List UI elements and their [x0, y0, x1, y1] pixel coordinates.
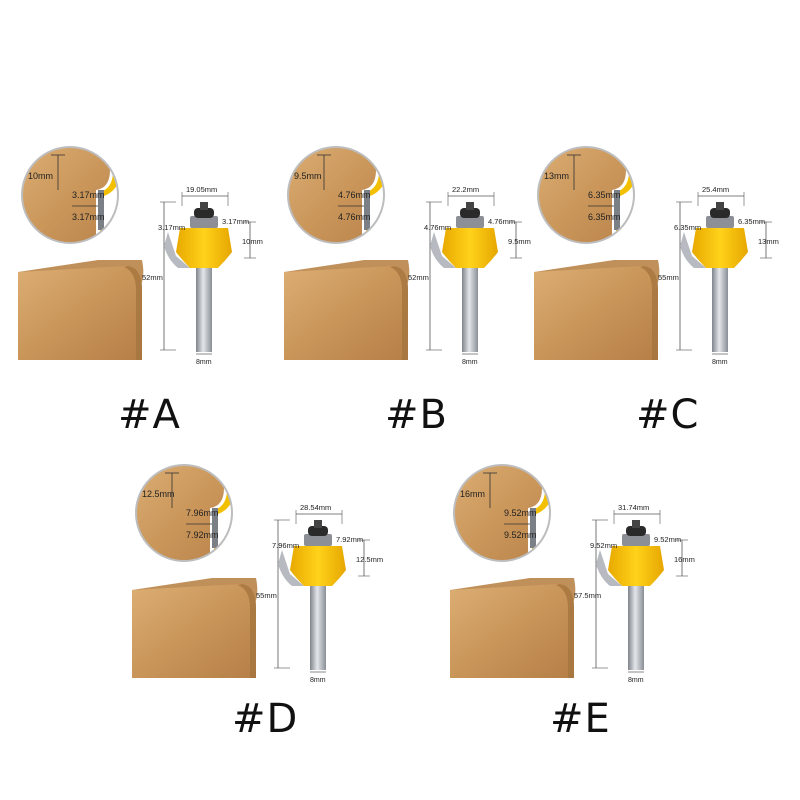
diameter-dimension: 19.05mm [181, 185, 229, 206]
diameter-dimension: 28.54mm [295, 503, 343, 524]
router-bit-panel-d: 12.5mm 7.96mm 7.92mm 55mm [132, 464, 392, 768]
panel-label-c: #C [636, 392, 700, 438]
diameter-dimension: 22.2mm [447, 185, 495, 206]
router-bit-panel-e: 16mm 9.52mm 9.52mm 57.5mm [450, 464, 710, 768]
zoom-height-label: 9.5mm [294, 171, 322, 181]
right-radius-label: 4.76mm [488, 217, 515, 226]
left-radius-label: 9.52mm [590, 541, 617, 550]
router-bit-illustration: 9.5mm 4.76mm 4.76mm 52mm [284, 146, 531, 366]
zoom-height-label: 10mm [28, 171, 53, 181]
panel-label-a: #A [118, 392, 181, 438]
panel-label-e: #E [550, 696, 611, 742]
total-length-dimension: 52mm [408, 201, 442, 351]
diameter-label: 28.54mm [300, 503, 331, 512]
panel-label-b: #B [385, 392, 448, 438]
zoom-radius-label: 4.76mm [338, 190, 371, 200]
shank-dimension: 8mm [712, 353, 728, 366]
shank-dimension: 8mm [310, 671, 326, 684]
zoom-height-label: 13mm [544, 171, 569, 181]
profile-zoom-circle: 9.5mm 4.76mm 4.76mm [287, 146, 385, 244]
router-bit-panel-a: 10mm 3.17mm 3.17mm 52mm [18, 146, 278, 450]
shank-label: 8mm [310, 677, 326, 684]
profile-zoom-circle: 16mm 9.52mm 9.52mm [453, 464, 551, 562]
zoom-radius-label: 7.96mm [186, 508, 219, 518]
cut-height-label: 13mm [758, 237, 779, 246]
router-bit-panel-c: 13mm 6.35mm 6.35mm 55mm [534, 146, 794, 450]
right-radius-label: 3.17mm [222, 217, 249, 226]
shank-label: 8mm [196, 359, 212, 366]
zoom-bottom-label: 4.76mm [338, 212, 371, 222]
cut-height-dimension: 10mm [242, 221, 263, 259]
total-length-label: 55mm [658, 273, 679, 282]
total-length-dimension: 52mm [142, 201, 176, 351]
router-bit-illustration: 16mm 9.52mm 9.52mm 57.5mm [450, 464, 695, 684]
cut-height-dimension: 9.5mm [508, 221, 531, 259]
router-bit [596, 520, 664, 670]
zoom-radius-label: 9.52mm [504, 508, 537, 518]
wood-block [132, 578, 258, 678]
total-length-label: 55mm [256, 591, 277, 600]
right-radius-label: 6.35mm [738, 217, 765, 226]
total-length-label: 57.5mm [574, 591, 601, 600]
right-radius-label: 7.92mm [336, 535, 363, 544]
zoom-bottom-label: 7.92mm [186, 530, 219, 540]
total-length-dimension: 55mm [256, 519, 290, 669]
wood-block [534, 260, 660, 360]
diameter-dimension: 31.74mm [613, 503, 661, 524]
router-bit-panel-b: 9.5mm 4.76mm 4.76mm 52mm [284, 146, 544, 450]
zoom-radius-label: 3.17mm [72, 190, 105, 200]
zoom-bottom-label: 6.35mm [588, 212, 621, 222]
diameter-label: 25.4mm [702, 185, 729, 194]
profile-zoom-circle: 10mm 3.17mm 3.17mm [21, 146, 119, 244]
diameter-label: 31.74mm [618, 503, 649, 512]
total-length-label: 52mm [408, 273, 429, 282]
diameter-label: 19.05mm [186, 185, 217, 194]
router-bit [278, 520, 346, 670]
zoom-height-label: 16mm [460, 489, 485, 499]
left-radius-label: 4.76mm [424, 223, 451, 232]
shank-label: 8mm [712, 359, 728, 366]
zoom-height-label: 12.5mm [142, 489, 175, 499]
zoom-bottom-label: 9.52mm [504, 530, 537, 540]
total-length-dimension: 57.5mm [574, 519, 608, 669]
profile-zoom-circle: 12.5mm 7.96mm 7.92mm [135, 464, 233, 562]
cut-height-label: 9.5mm [508, 237, 531, 246]
diameter-label: 22.2mm [452, 185, 479, 194]
left-radius-label: 6.35mm [674, 223, 701, 232]
router-bit-illustration: 12.5mm 7.96mm 7.92mm 55mm [132, 464, 383, 684]
shank-dimension: 8mm [462, 353, 478, 366]
profile-zoom-circle: 13mm 6.35mm 6.35mm [537, 146, 635, 244]
wood-block [284, 260, 410, 360]
shank-dimension: 8mm [196, 353, 212, 366]
wood-block [450, 578, 576, 678]
total-length-dimension: 55mm [658, 201, 692, 351]
cut-height-dimension: 16mm [674, 539, 695, 577]
router-bit-illustration: 13mm 6.35mm 6.35mm 55mm [534, 146, 779, 366]
right-radius-label: 9.52mm [654, 535, 681, 544]
router-bit-illustration: 10mm 3.17mm 3.17mm 52mm [18, 146, 263, 366]
wood-block [18, 260, 144, 360]
shank-dimension: 8mm [628, 671, 644, 684]
router-bit [680, 202, 748, 352]
left-radius-label: 3.17mm [158, 223, 185, 232]
cut-height-dimension: 13mm [758, 221, 779, 259]
router-bit [164, 202, 232, 352]
cut-height-label: 16mm [674, 555, 695, 564]
shank-label: 8mm [462, 359, 478, 366]
shank-label: 8mm [628, 677, 644, 684]
router-bit [430, 202, 498, 352]
zoom-bottom-label: 3.17mm [72, 212, 105, 222]
panel-label-d: #D [232, 696, 299, 742]
cut-height-dimension: 12.5mm [356, 539, 383, 577]
left-radius-label: 7.96mm [272, 541, 299, 550]
diameter-dimension: 25.4mm [697, 185, 745, 206]
cut-height-label: 10mm [242, 237, 263, 246]
zoom-radius-label: 6.35mm [588, 190, 621, 200]
total-length-label: 52mm [142, 273, 163, 282]
cut-height-label: 12.5mm [356, 555, 383, 564]
